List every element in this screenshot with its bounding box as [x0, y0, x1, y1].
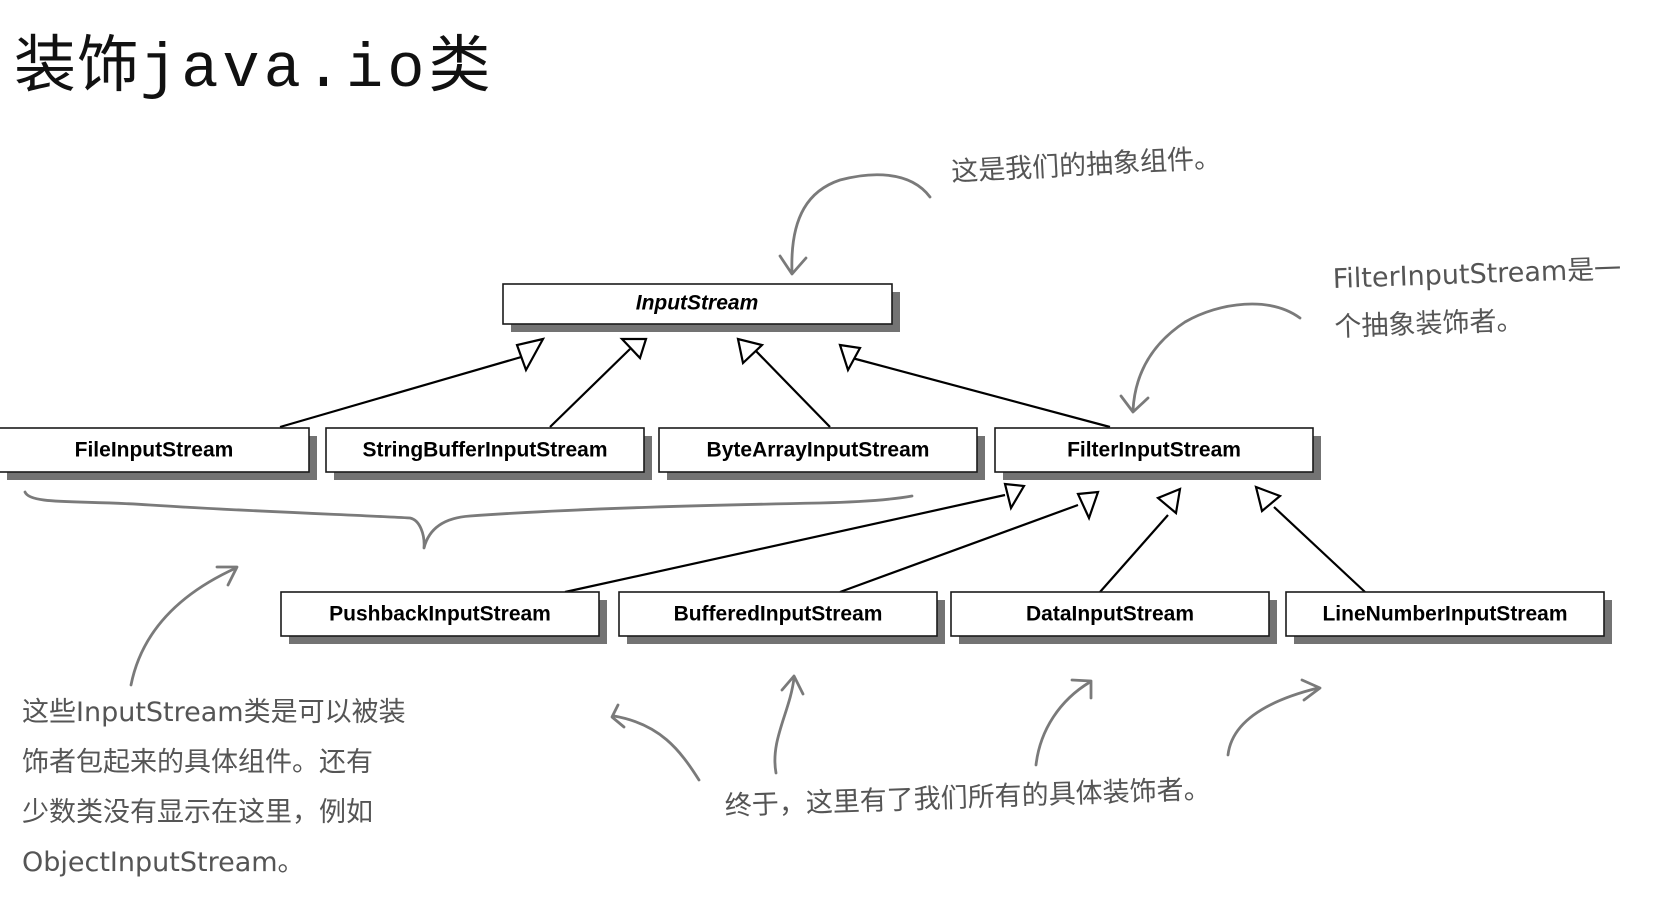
arrow-abstract-component-head: [778, 254, 808, 276]
edge-linenumber-to-filter: [1273, 506, 1366, 593]
arrow-decorators-4: [1226, 686, 1320, 757]
class-box-linenumberinputstream: LineNumberInputStream: [1285, 591, 1612, 644]
class-box-pushbackinputstream: PushbackInputStream: [280, 591, 607, 644]
arrow-decorators-1-head: [610, 703, 626, 729]
page-title-prefix: 装饰: [14, 28, 141, 101]
edge-file-to-inputstream: [279, 351, 536, 429]
arrow-abstract-decorator: [1131, 302, 1302, 412]
class-label-datainputstream: DataInputStream: [1026, 603, 1194, 626]
arrow-decorators-2: [773, 676, 796, 775]
class-label-bufferedinputstream: BufferedInputStream: [674, 603, 883, 626]
page-title-code: java.io: [140, 34, 429, 105]
edge-stringbuffer-arrowhead: [619, 337, 648, 361]
arrow-decorators-3-head: [1070, 678, 1093, 700]
class-box-inputstream: InputStream: [502, 283, 900, 332]
class-label-bytearrayinputstream: ByteArrayInputStream: [707, 439, 930, 462]
page-title: 装饰java.io类: [14, 14, 491, 105]
class-box-datainputstream: DataInputStream: [950, 591, 1277, 644]
arrow-decorators-2-head: [780, 674, 805, 696]
edge-filter-to-inputstream: [851, 356, 1111, 429]
edge-linenumber-arrowhead: [1254, 485, 1283, 513]
class-label-pushbackinputstream: PushbackInputStream: [329, 603, 551, 626]
edge-buffered-to-filter: [839, 503, 1079, 594]
page-title-suffix: 类: [428, 28, 492, 101]
edge-pushback-to-filter: [564, 493, 1006, 594]
arrow-abstract-decorator-head: [1119, 394, 1150, 414]
note-abstract-decorator: FilterInputStream是一 个抽象装饰者。: [1332, 253, 1622, 343]
class-label-fileinputstream: FileInputStream: [75, 439, 234, 462]
edge-pushback-arrowhead: [1003, 482, 1026, 511]
class-label-filterinputstream: FilterInputStream: [1067, 439, 1241, 462]
class-label-stringbufferinputstream: StringBufferInputStream: [362, 439, 607, 462]
edge-data-arrowhead: [1155, 487, 1182, 516]
class-label-linenumberinputstream: LineNumberInputStream: [1322, 603, 1567, 626]
class-box-bytearrayinputstream: ByteArrayInputStream: [658, 427, 985, 480]
edge-bytearray-to-inputstream: [752, 347, 831, 428]
arrow-abstract-component: [790, 173, 932, 274]
sketch-annotations: [23, 173, 1322, 782]
arrow-decorators-1: [612, 714, 701, 782]
class-box-stringbufferinputstream: StringBufferInputStream: [325, 427, 652, 480]
curly-brace: [23, 490, 914, 550]
arrow-decorators-3: [1034, 680, 1092, 767]
edge-data-to-filter: [1099, 514, 1169, 593]
note-concrete-components: 这些InputStream类是可以被装 饰者包起来的具体组件。还有 少数类没有显…: [22, 697, 406, 878]
arrow-concrete-components-head: [215, 565, 239, 587]
edge-bytearray-arrowhead: [736, 337, 765, 366]
edge-stringbuffer-to-inputstream: [549, 348, 631, 428]
edge-buffered-arrowhead: [1076, 490, 1100, 521]
class-label-inputstream: InputStream: [636, 292, 759, 315]
edge-filter-arrowhead: [838, 343, 862, 373]
class-box-fileinputstream: FileInputStream: [0, 427, 317, 480]
class-box-bufferedinputstream: BufferedInputStream: [618, 591, 945, 644]
arrow-concrete-components: [129, 566, 238, 687]
class-box-filterinputstream: FilterInputStream: [994, 427, 1321, 480]
edge-file-arrowhead: [515, 337, 546, 373]
inheritance-edges: [279, 337, 1366, 594]
arrow-decorators-4-head: [1300, 678, 1322, 702]
